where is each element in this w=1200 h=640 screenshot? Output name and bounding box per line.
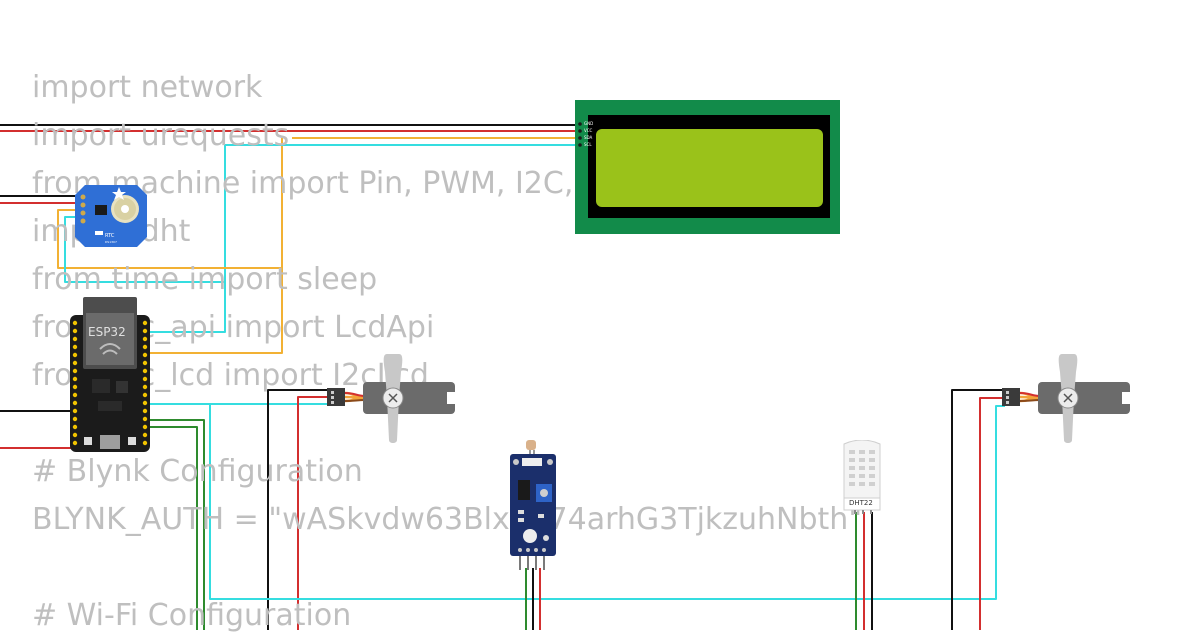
lcd-pin-vcc: VCC bbox=[584, 128, 593, 133]
servo-motor-1[interactable] bbox=[325, 352, 455, 444]
wire-rtc-scl[interactable] bbox=[64, 216, 225, 283]
wire-esp-green-1[interactable] bbox=[148, 419, 205, 630]
esp32-board[interactable]: ESP32 bbox=[70, 297, 150, 452]
wire-servo1-gnd[interactable] bbox=[267, 389, 330, 630]
wire-servo2-gnd[interactable] bbox=[951, 389, 1005, 630]
ldr-sensor-module[interactable] bbox=[508, 440, 558, 572]
esp32-label: ESP32 bbox=[88, 325, 126, 339]
lcd-display[interactable]: GND VCC SDA SCL bbox=[575, 100, 840, 234]
rtc-module[interactable]: RTC DS1307 bbox=[75, 185, 147, 247]
wire-servo2-signal[interactable] bbox=[148, 403, 1005, 600]
rtc-label: RTC bbox=[105, 233, 115, 239]
dht22-sensor[interactable]: DHT22 bbox=[840, 439, 884, 514]
wire-lcd-scl[interactable] bbox=[148, 144, 578, 333]
lcd-pin-labels: GND VCC SDA SCL bbox=[578, 120, 593, 148]
wire-lcd-sda[interactable] bbox=[148, 137, 578, 354]
wire-servo2-vcc[interactable] bbox=[979, 397, 1005, 630]
lcd-pin-gnd: GND bbox=[584, 121, 594, 126]
servo-motor-2[interactable] bbox=[1000, 352, 1130, 444]
lcd-pin-sda: SDA bbox=[584, 135, 593, 140]
lcd-pin-scl: SCL bbox=[584, 142, 592, 147]
wire-rtc-sda[interactable] bbox=[57, 209, 282, 269]
rtc-sublabel: DS1307 bbox=[105, 240, 117, 244]
dht22-label: DHT22 bbox=[849, 499, 873, 507]
wire-servo1-vcc[interactable] bbox=[297, 396, 330, 630]
wire-esp-green-2[interactable] bbox=[148, 426, 198, 630]
